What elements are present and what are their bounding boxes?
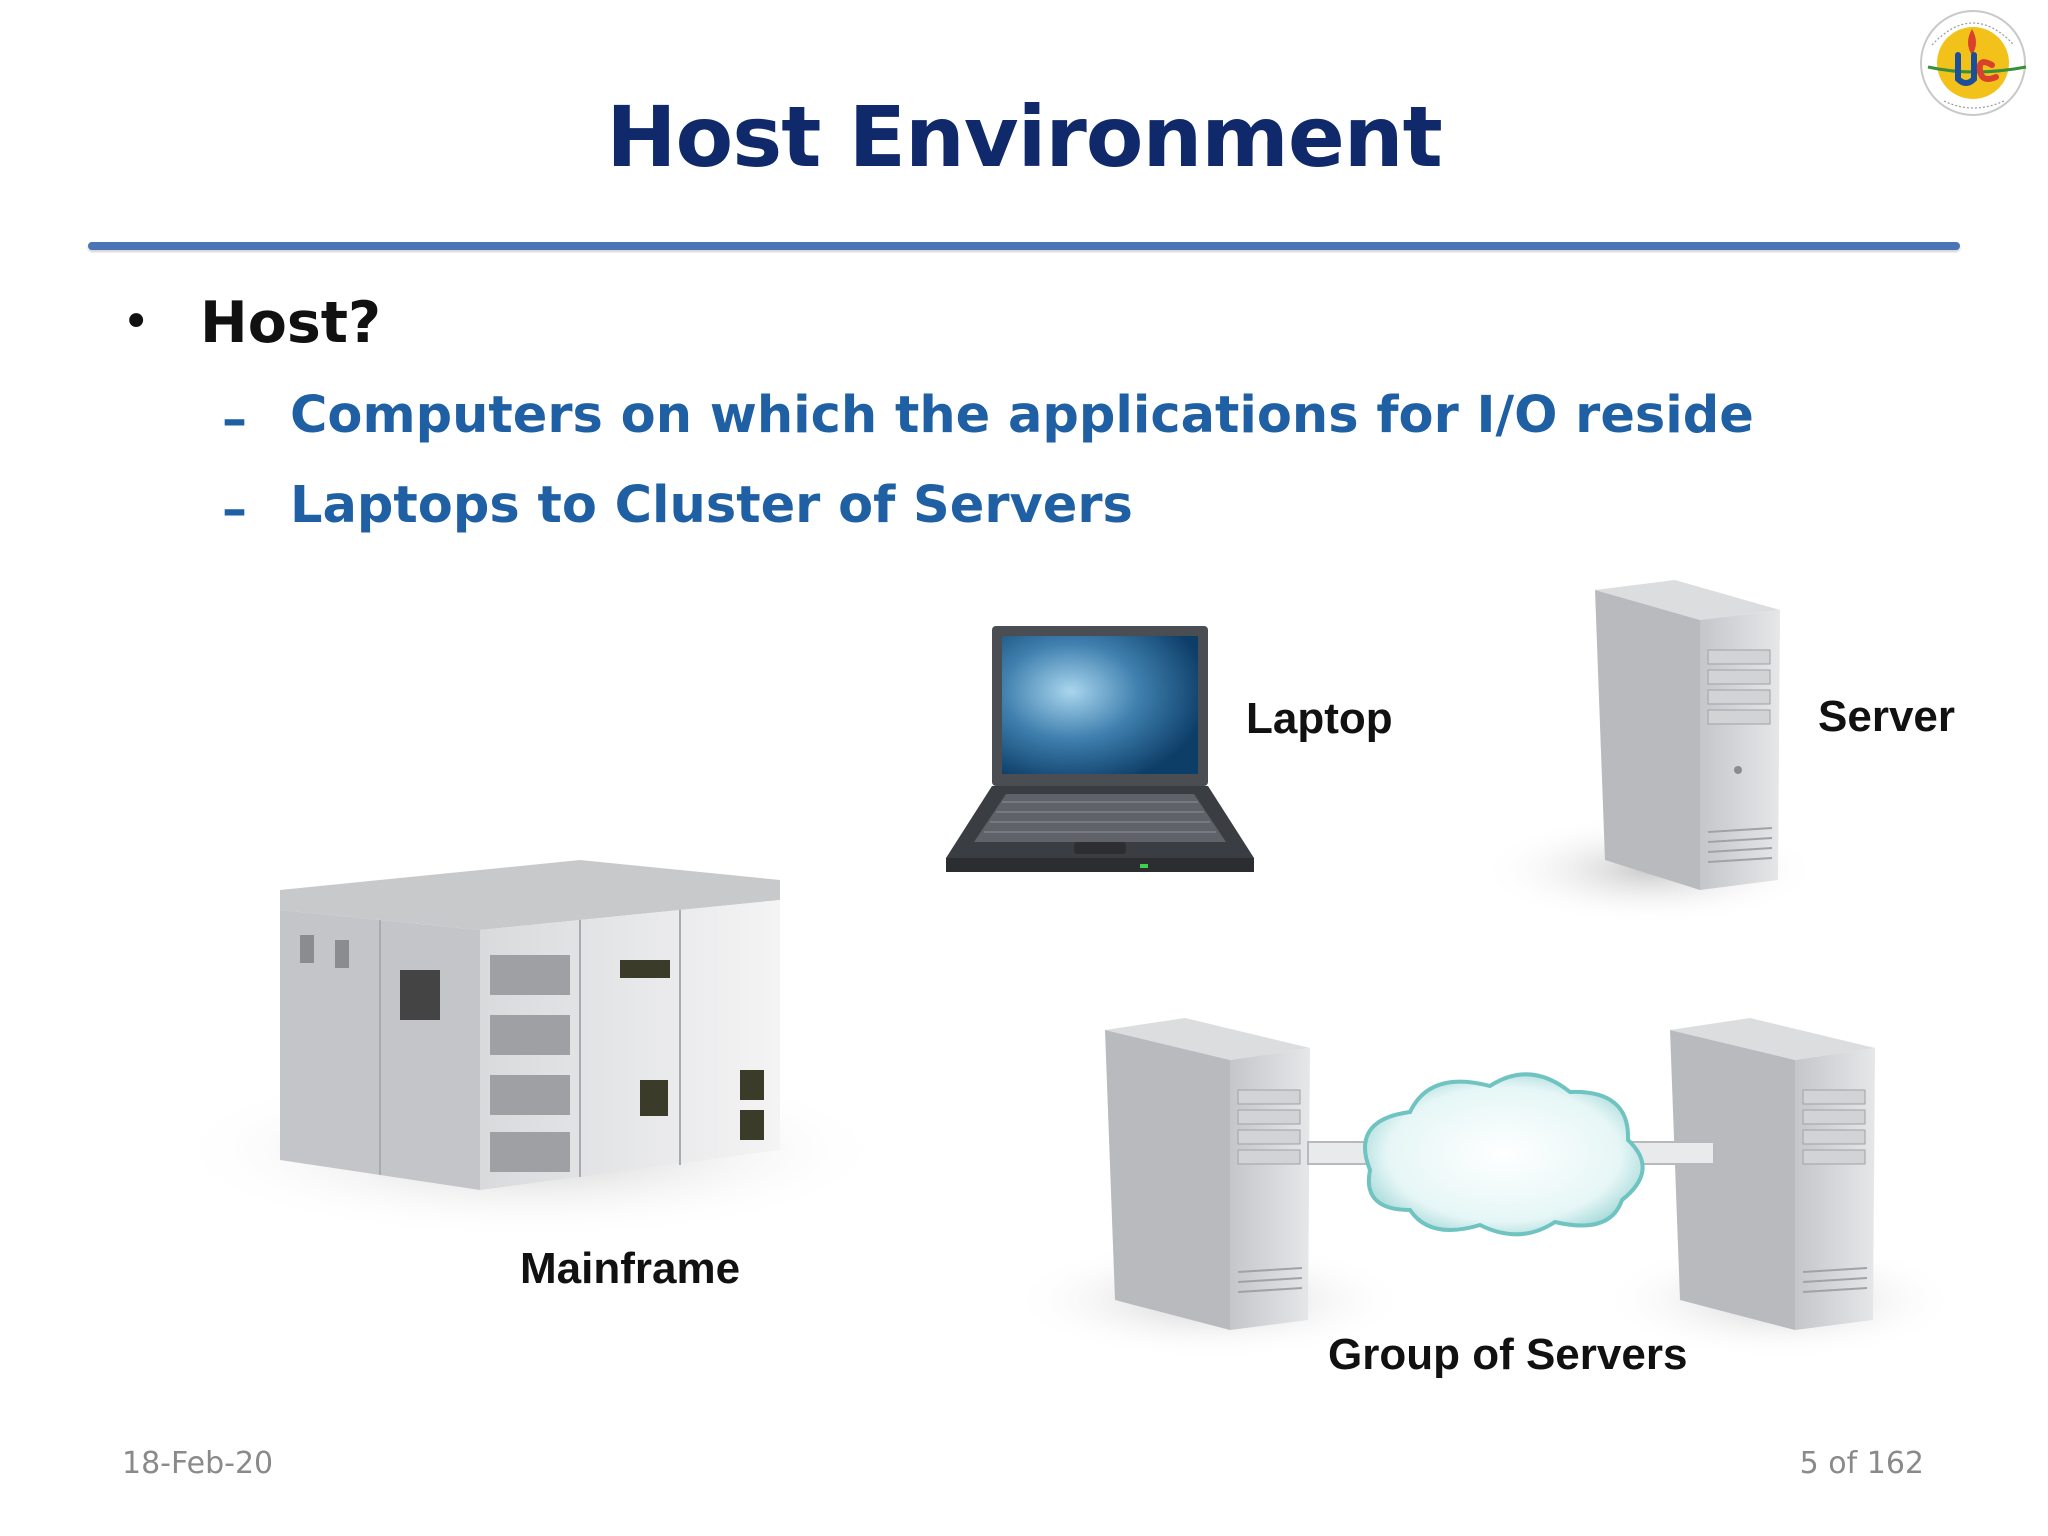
sub-bullet-laptops: Laptops to Cluster of Servers (290, 476, 1133, 535)
label-mainframe: Mainframe (520, 1244, 741, 1293)
label-group-of-servers: Group of Servers (1328, 1330, 1688, 1379)
mainframe-computer-icon (170, 860, 890, 1240)
sub-bullet-marker: – (222, 390, 247, 448)
label-laptop: Laptop (1246, 694, 1393, 743)
title-divider (88, 242, 1960, 250)
footer-date: 18-Feb-20 (122, 1446, 274, 1481)
tower-server-icon (1480, 580, 1820, 925)
page-number: 5 of 162 (1799, 1446, 1924, 1481)
sub-bullet-marker: – (222, 480, 247, 538)
university-seal-icon (1920, 10, 2027, 116)
bullet-marker: • (122, 294, 151, 350)
sub-bullet-computers: Computers on which the applications for … (290, 386, 1754, 445)
label-server: Server (1818, 692, 1956, 741)
server-group-icon (1010, 1018, 1950, 1360)
network-cloud-icon (1363, 1072, 1645, 1237)
laptop-icon (946, 626, 1254, 872)
slide-title: Host Environment (606, 88, 1443, 186)
bullet-host: Host? (200, 290, 382, 356)
